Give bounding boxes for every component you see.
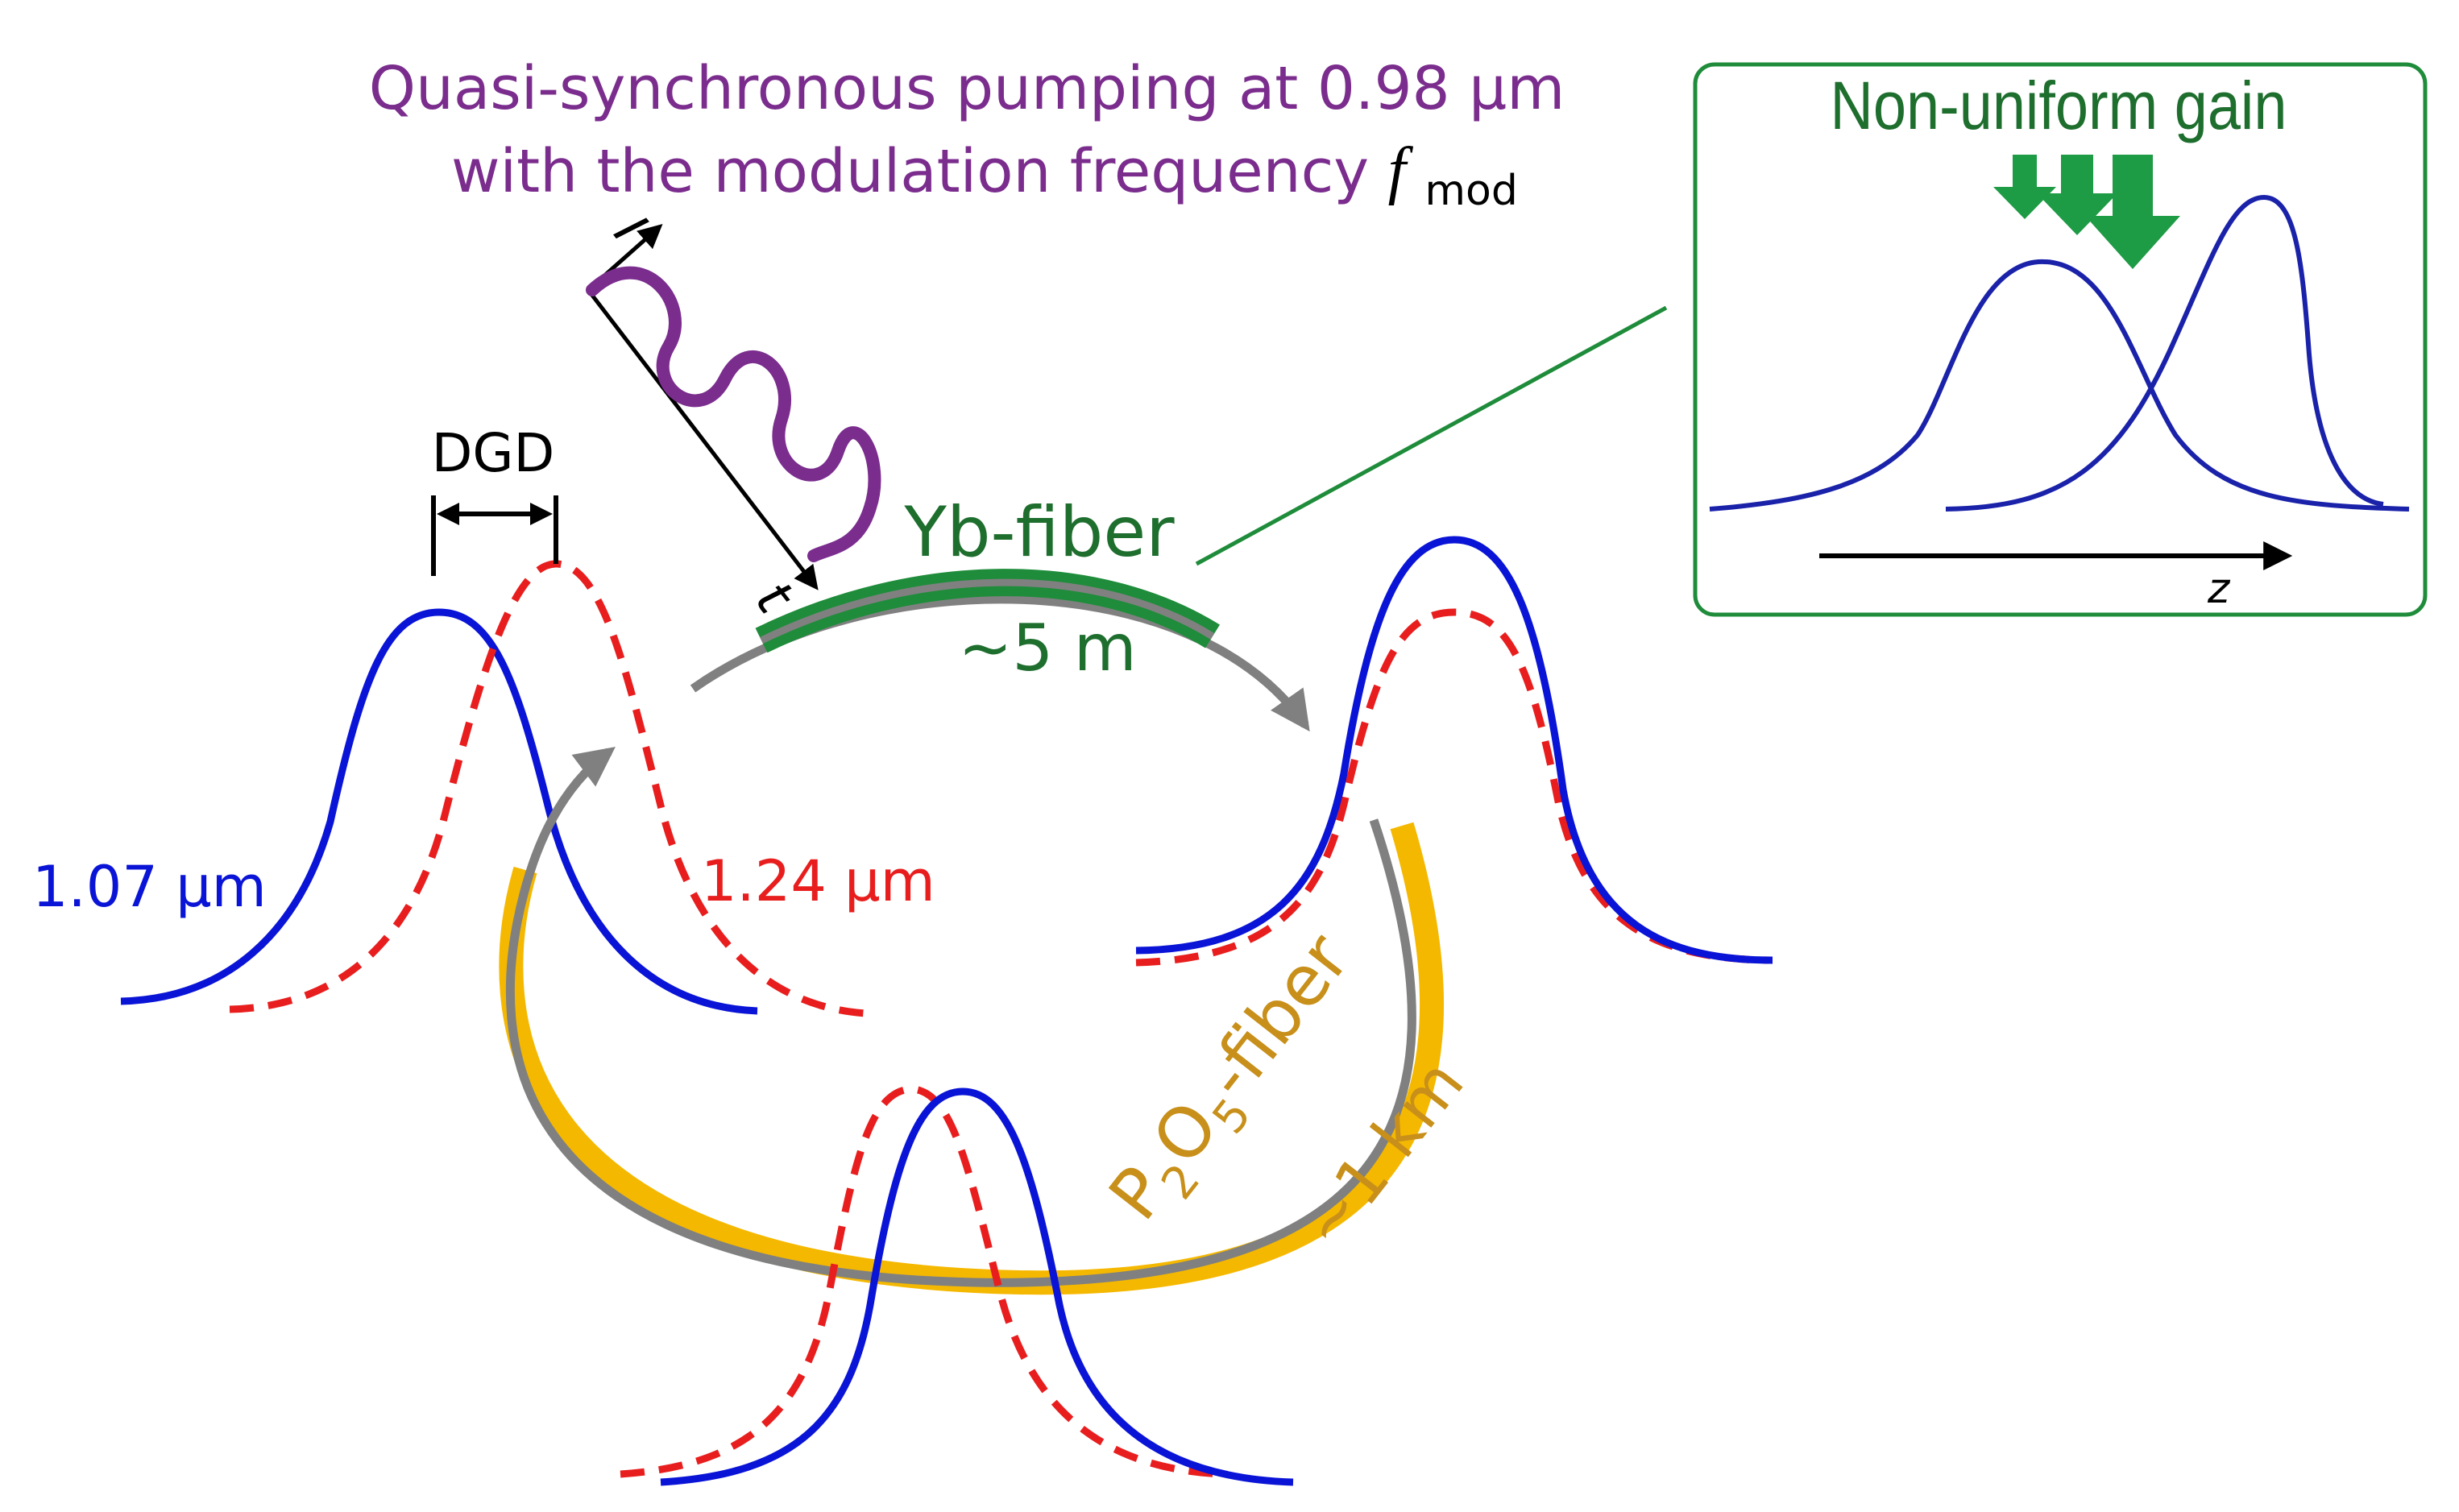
fmod-symbol: f [1388,135,1414,206]
yb-fiber-length: ~5 m [958,611,1136,686]
left-pulse-blue [120,608,758,1015]
gain-arrows [1993,155,2180,269]
pump-title-line2-text: with the modulation frequency [451,137,1388,206]
pump-wave [586,266,881,562]
gain-inset-frame [1693,62,2428,617]
bottom-pulse-blue [660,1087,1294,1486]
wavelength-blue-label: 1.07 µm [32,854,267,920]
gain-arrow-medium [2037,155,2117,235]
right-pulse-red [1135,608,1769,967]
gain-inset: Non-uniform gain z [1693,62,2428,617]
loop-arrow-lower [505,747,1416,1287]
inset-connector [1195,305,1668,566]
gain-arrow-large [2085,155,2180,269]
right-pulse-blue [1135,536,1773,964]
yb-fiber-label: Yb-fiber [903,492,1175,573]
gain-z-label: z [2207,565,2231,613]
fmod-subscript: mod [1424,167,1517,215]
wavelength-red-label: 1.24 µm [701,848,935,914]
gain-curve-left [1709,259,2410,512]
p2o5-fiber-length: ~1 km [1287,1046,1478,1262]
gain-arrow-small [1993,155,2056,219]
pump-title-line2: with the modulation frequency f mod [451,135,1518,215]
p2o5-suffix: -fiber [1188,919,1366,1114]
dgd-label: DGD [432,422,555,484]
dgd-marker: DGD [431,422,558,576]
pump-title-line1: Quasi-synchronous pumping at 0.98 µm [369,54,1565,123]
pump-axis-i-label: I [603,205,658,252]
gain-inset-title: Non-uniform gain [1831,68,2287,143]
gain-curve-right [1945,194,2384,512]
yb-fiber-core [760,578,1215,644]
